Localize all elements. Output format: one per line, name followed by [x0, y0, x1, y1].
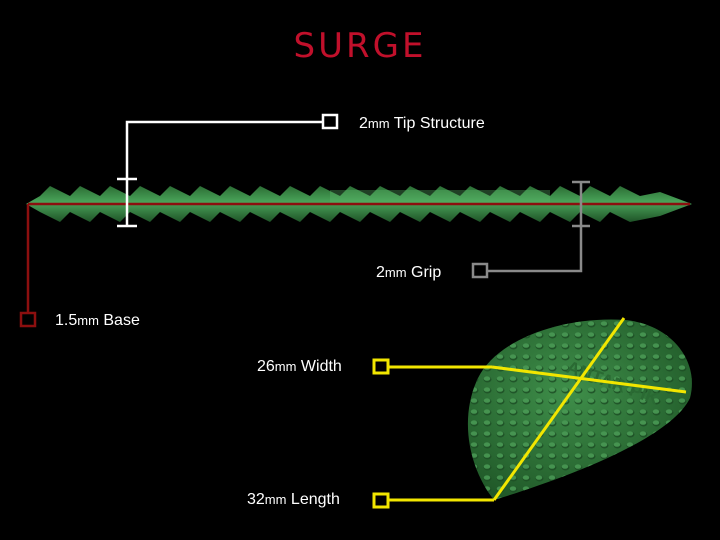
grip-dimension: [471, 180, 590, 279]
tip-dimension: [117, 113, 339, 228]
profile-highlight: [330, 190, 550, 204]
width-dimension: [372, 358, 687, 394]
base-dimension: [19, 202, 690, 328]
tip-structure-label: 2mm Tip Structure: [359, 115, 485, 132]
length-marker: [372, 492, 390, 509]
length-label: 32mm Length: [247, 491, 340, 508]
tip-marker: [321, 113, 339, 130]
base-label: 1.5mm Base: [55, 312, 140, 329]
grip-marker: [471, 262, 489, 279]
slide-title: SURGE: [293, 26, 427, 66]
pick-face: ANTAR PIK: [467, 319, 692, 500]
grip-label: 2mm Grip: [376, 264, 442, 281]
width-label: 26mm Width: [257, 358, 342, 375]
base-marker: [19, 311, 37, 328]
length-dimension: [372, 317, 626, 509]
width-marker: [372, 358, 390, 375]
